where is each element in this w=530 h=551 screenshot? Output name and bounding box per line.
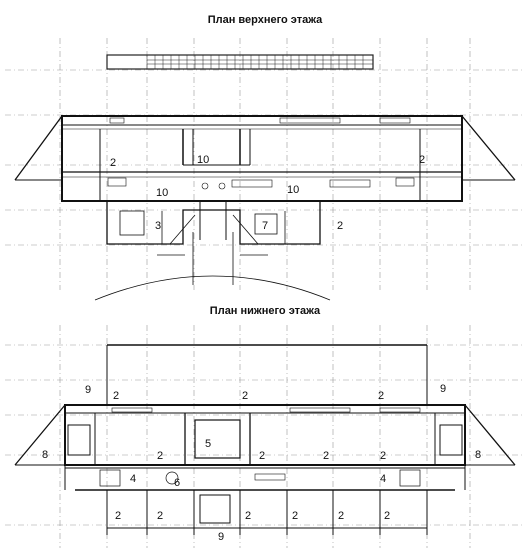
room-label: 10 <box>197 154 209 166</box>
upper-skylight <box>106 54 374 70</box>
room-label: 2 <box>338 510 344 522</box>
room-label: 8 <box>42 449 48 461</box>
room-label: 7 <box>262 220 268 232</box>
room-label: 10 <box>287 184 299 196</box>
upper-plan: 2 10 2 10 10 3 7 2 <box>5 38 525 301</box>
room-label: 10 <box>156 187 168 199</box>
room-label: 2 <box>337 220 343 232</box>
room-label: 9 <box>218 531 224 543</box>
room-label: 2 <box>323 450 329 462</box>
upper-grid <box>5 38 525 290</box>
room-label: 2 <box>380 450 386 462</box>
room-label: 2 <box>113 390 119 402</box>
room-label: 2 <box>419 154 425 166</box>
room-label: 6 <box>174 477 180 489</box>
room-label: 9 <box>85 384 91 396</box>
room-label: 2 <box>110 157 116 169</box>
room-label: 9 <box>440 383 446 395</box>
upper-plan-title: План верхнего этажа <box>207 14 323 26</box>
upper-walls <box>14 115 516 301</box>
lower-grid <box>5 325 525 548</box>
room-label: 2 <box>292 510 298 522</box>
upper-room-labels: 2 10 2 10 10 3 7 2 <box>110 154 425 232</box>
room-label: 2 <box>157 450 163 462</box>
room-label: 5 <box>205 438 211 450</box>
room-label: 4 <box>130 473 136 485</box>
room-label: 2 <box>245 510 251 522</box>
room-label: 2 <box>384 510 390 522</box>
room-label: 2 <box>242 390 248 402</box>
lower-plan-title: План нижнего этажа <box>209 305 321 317</box>
lower-plan: 9 2 2 2 9 8 5 2 2 2 2 8 4 6 4 2 2 2 2 2 … <box>5 325 525 548</box>
room-label: 2 <box>378 390 384 402</box>
lower-room-labels: 9 2 2 2 9 8 5 2 2 2 2 8 4 6 4 2 2 2 2 2 … <box>42 383 481 543</box>
room-label: 2 <box>259 450 265 462</box>
room-label: 2 <box>115 510 121 522</box>
lower-walls <box>14 344 516 535</box>
room-label: 3 <box>155 220 161 232</box>
room-label: 2 <box>157 510 163 522</box>
room-label: 4 <box>380 473 386 485</box>
room-label: 8 <box>475 449 481 461</box>
